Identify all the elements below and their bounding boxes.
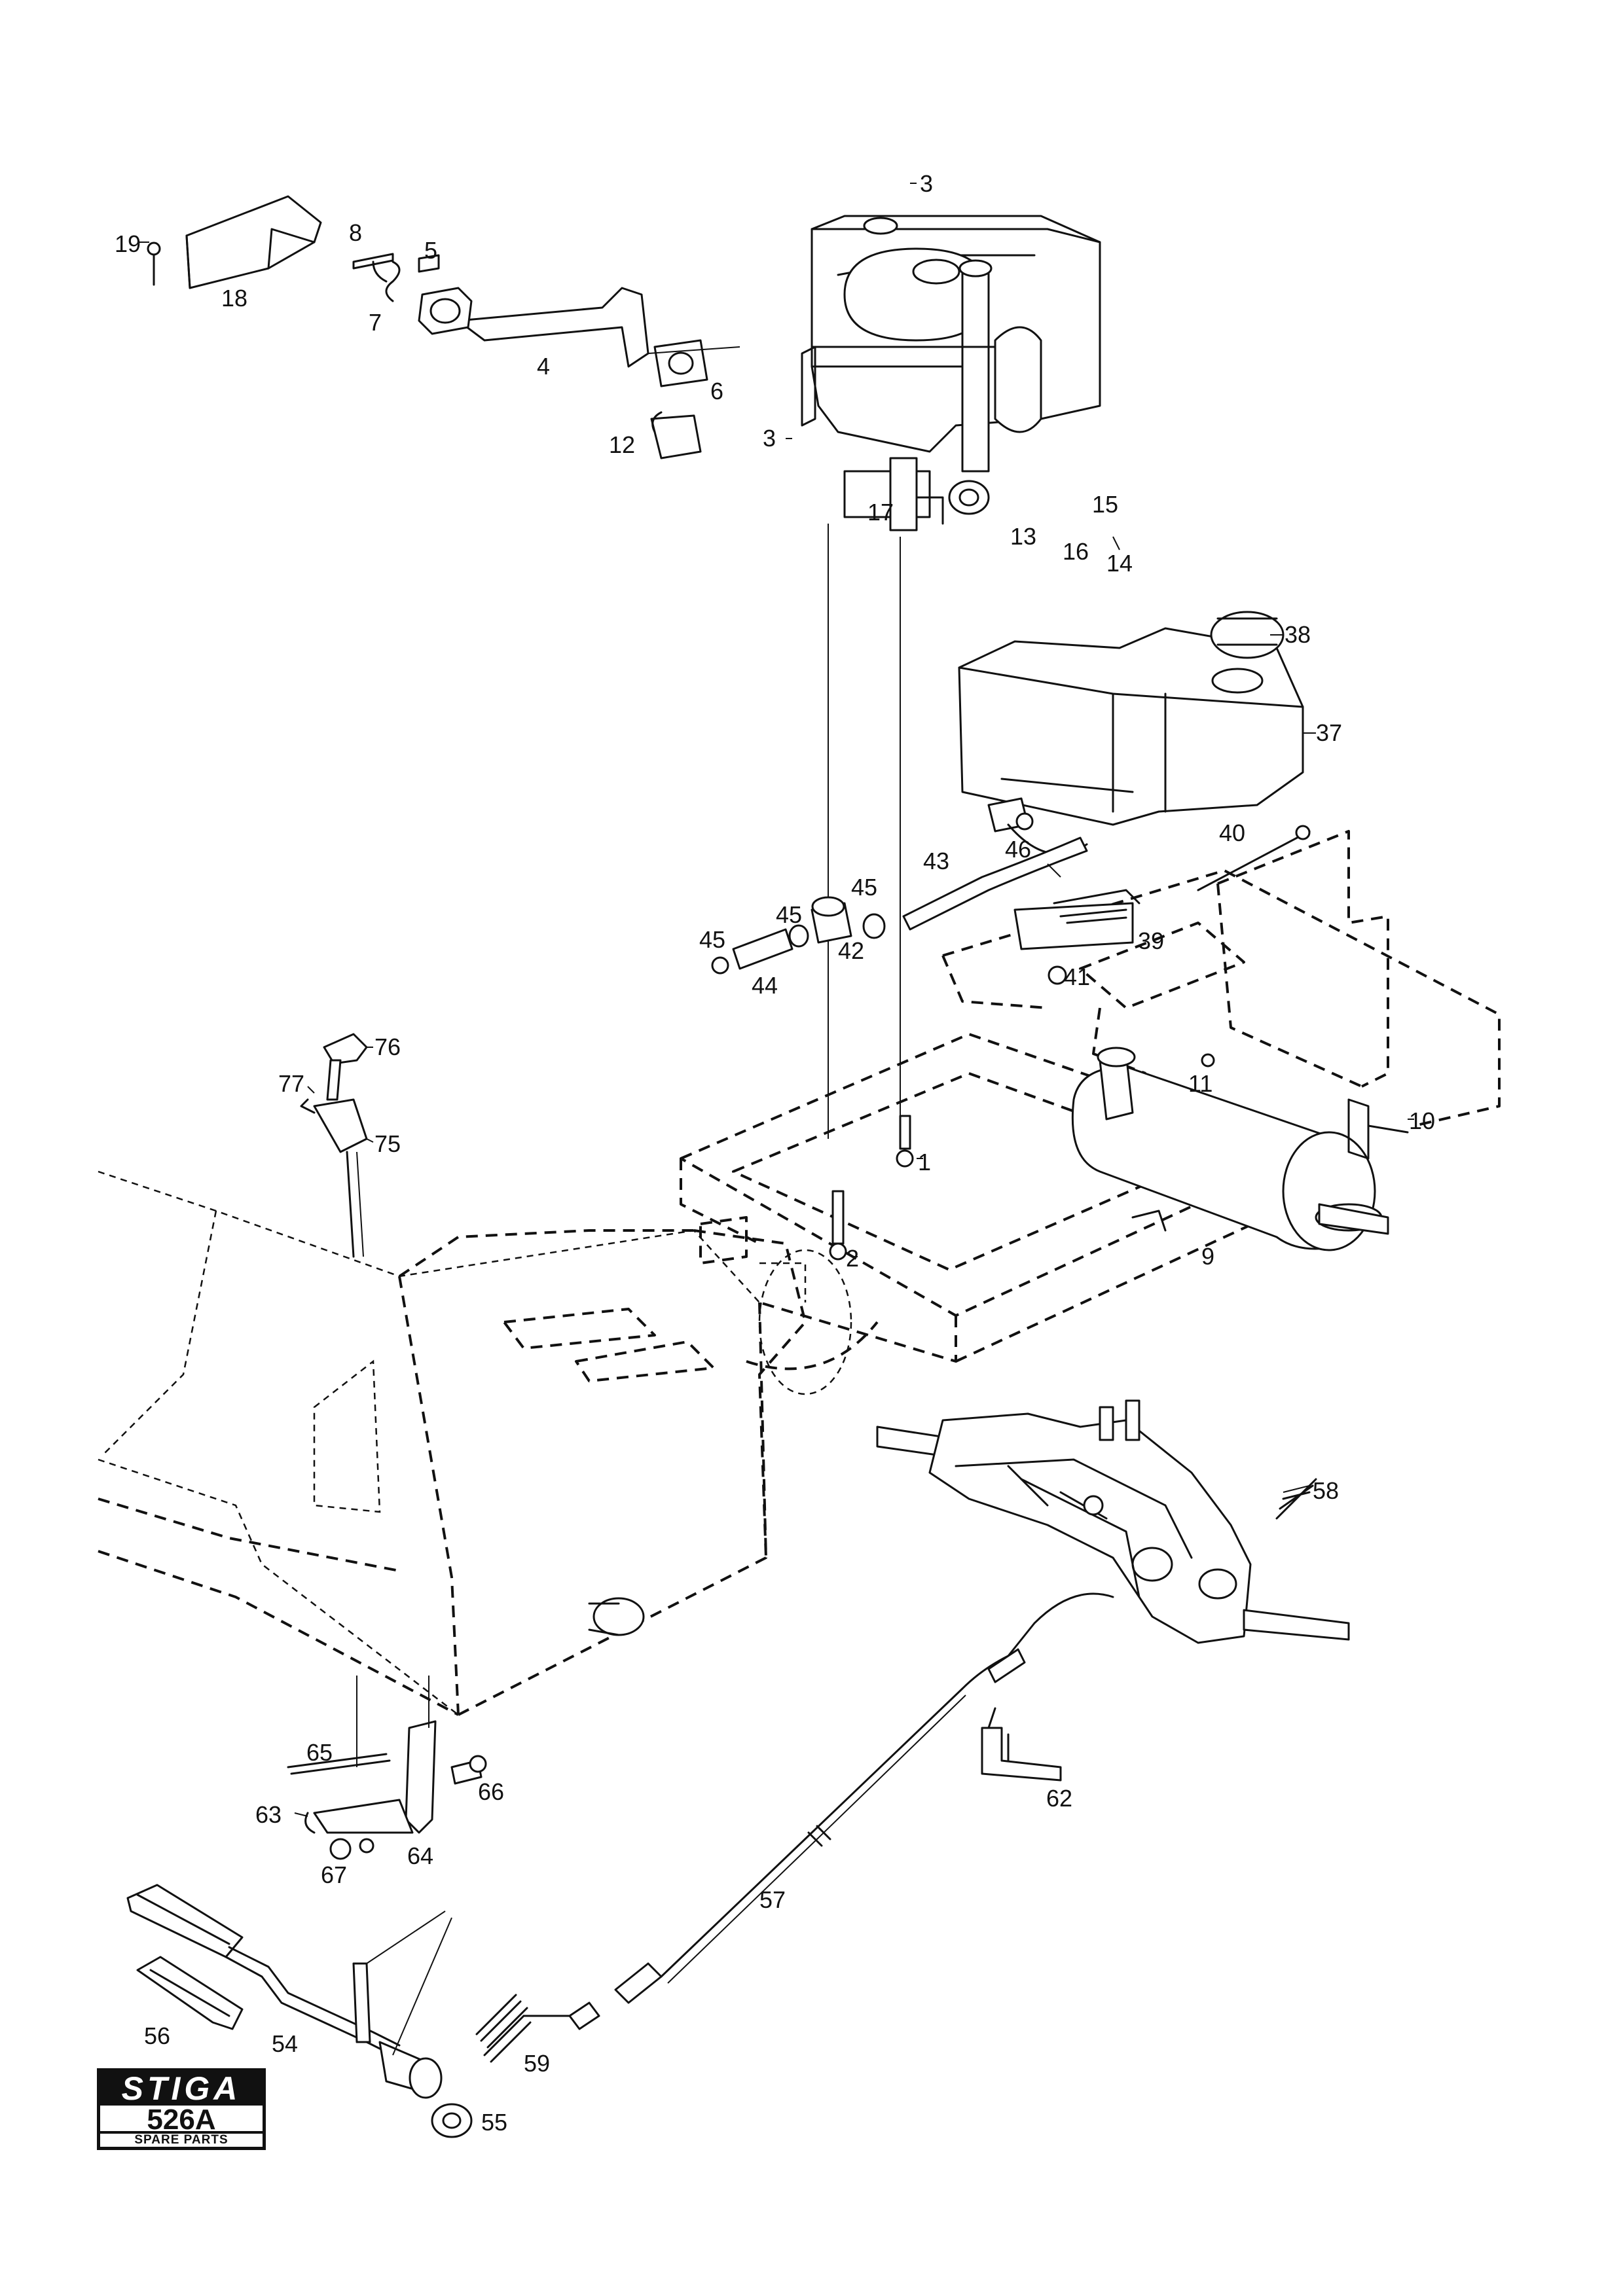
- part-label-43: 43: [923, 848, 949, 874]
- part-label-44: 44: [752, 972, 778, 999]
- control-cable: [568, 1592, 1114, 2030]
- part-label-40: 40: [1219, 819, 1245, 846]
- part-label-63: 63: [255, 1801, 282, 1828]
- part-label-6: 6: [710, 378, 723, 404]
- part-label-75: 75: [374, 1130, 401, 1157]
- part-label-9: 9: [1201, 1243, 1214, 1270]
- part-labels: 1 2 3 3 4 5 6 7 8 9 10 11 12 13 14 15 16…: [115, 170, 1435, 2136]
- part-label-46: 46: [1005, 836, 1031, 863]
- part-label-8: 8: [349, 219, 362, 246]
- part-label-12: 12: [609, 431, 635, 458]
- part-label-3: 3: [763, 425, 776, 452]
- part-label-54: 54: [272, 2030, 298, 2057]
- part-label-3: 3: [920, 170, 933, 197]
- part-label-62: 62: [1046, 1785, 1072, 1812]
- part-label-67: 67: [321, 1861, 347, 1888]
- fuel-line-assembly: [711, 836, 1088, 975]
- part-label-15: 15: [1092, 491, 1118, 518]
- part-label-5: 5: [424, 237, 437, 264]
- chassis-bolts: [829, 1115, 914, 1261]
- muffler: [1071, 1047, 1409, 1251]
- part-label-16: 16: [1063, 538, 1089, 565]
- part-label-65: 65: [306, 1739, 333, 1766]
- part-label-77: 77: [278, 1070, 304, 1097]
- throttle-lever: [300, 1033, 368, 1258]
- part-label-10: 10: [1409, 1107, 1435, 1134]
- part-label-66: 66: [478, 1778, 504, 1805]
- part-label-45: 45: [699, 926, 725, 953]
- exhaust-pipe: [147, 195, 740, 459]
- logo-model-number: 526A: [147, 2104, 216, 2136]
- part-label-14: 14: [1106, 550, 1133, 577]
- part-label-37: 37: [1316, 719, 1342, 746]
- part-label-13: 13: [1010, 523, 1036, 550]
- part-label-59: 59: [524, 2050, 550, 2077]
- part-label-2: 2: [846, 1245, 859, 1272]
- part-label-19: 19: [115, 230, 141, 257]
- part-label-64: 64: [407, 1842, 433, 1869]
- pedal-bracket: [287, 1676, 487, 1860]
- part-label-55: 55: [481, 2109, 507, 2136]
- part-label-18: 18: [221, 285, 247, 312]
- part-label-45: 45: [776, 901, 802, 928]
- part-label-1: 1: [918, 1149, 931, 1175]
- leader-lines: [137, 183, 1414, 1817]
- mower-body-outline: [98, 1170, 879, 1716]
- stiga-logo: STIGA 526A SPARE PARTS: [97, 2068, 266, 2150]
- engine: [801, 215, 1101, 531]
- part-label-56: 56: [144, 2022, 170, 2049]
- part-label-41: 41: [1064, 963, 1090, 990]
- part-label-76: 76: [374, 1033, 401, 1060]
- part-label-11: 11: [1188, 1070, 1213, 1097]
- part-label-7: 7: [369, 309, 382, 336]
- part-label-57: 57: [759, 1886, 786, 1913]
- part-label-58: 58: [1313, 1477, 1339, 1504]
- part-label-17: 17: [867, 499, 894, 526]
- logo-caption: SPARE PARTS: [100, 2131, 263, 2147]
- part-label-4: 4: [537, 353, 550, 380]
- transaxle: [876, 1399, 1350, 1644]
- part-label-42: 42: [838, 937, 864, 964]
- part-label-39: 39: [1138, 927, 1164, 954]
- logo-brand: STIGA: [100, 2072, 263, 2106]
- fuel-tank: [958, 611, 1304, 855]
- pedal-assembly: [126, 1884, 571, 2138]
- part-label-45: 45: [851, 874, 877, 901]
- part-label-38: 38: [1285, 621, 1311, 648]
- bracket-assembly: [1013, 825, 1311, 985]
